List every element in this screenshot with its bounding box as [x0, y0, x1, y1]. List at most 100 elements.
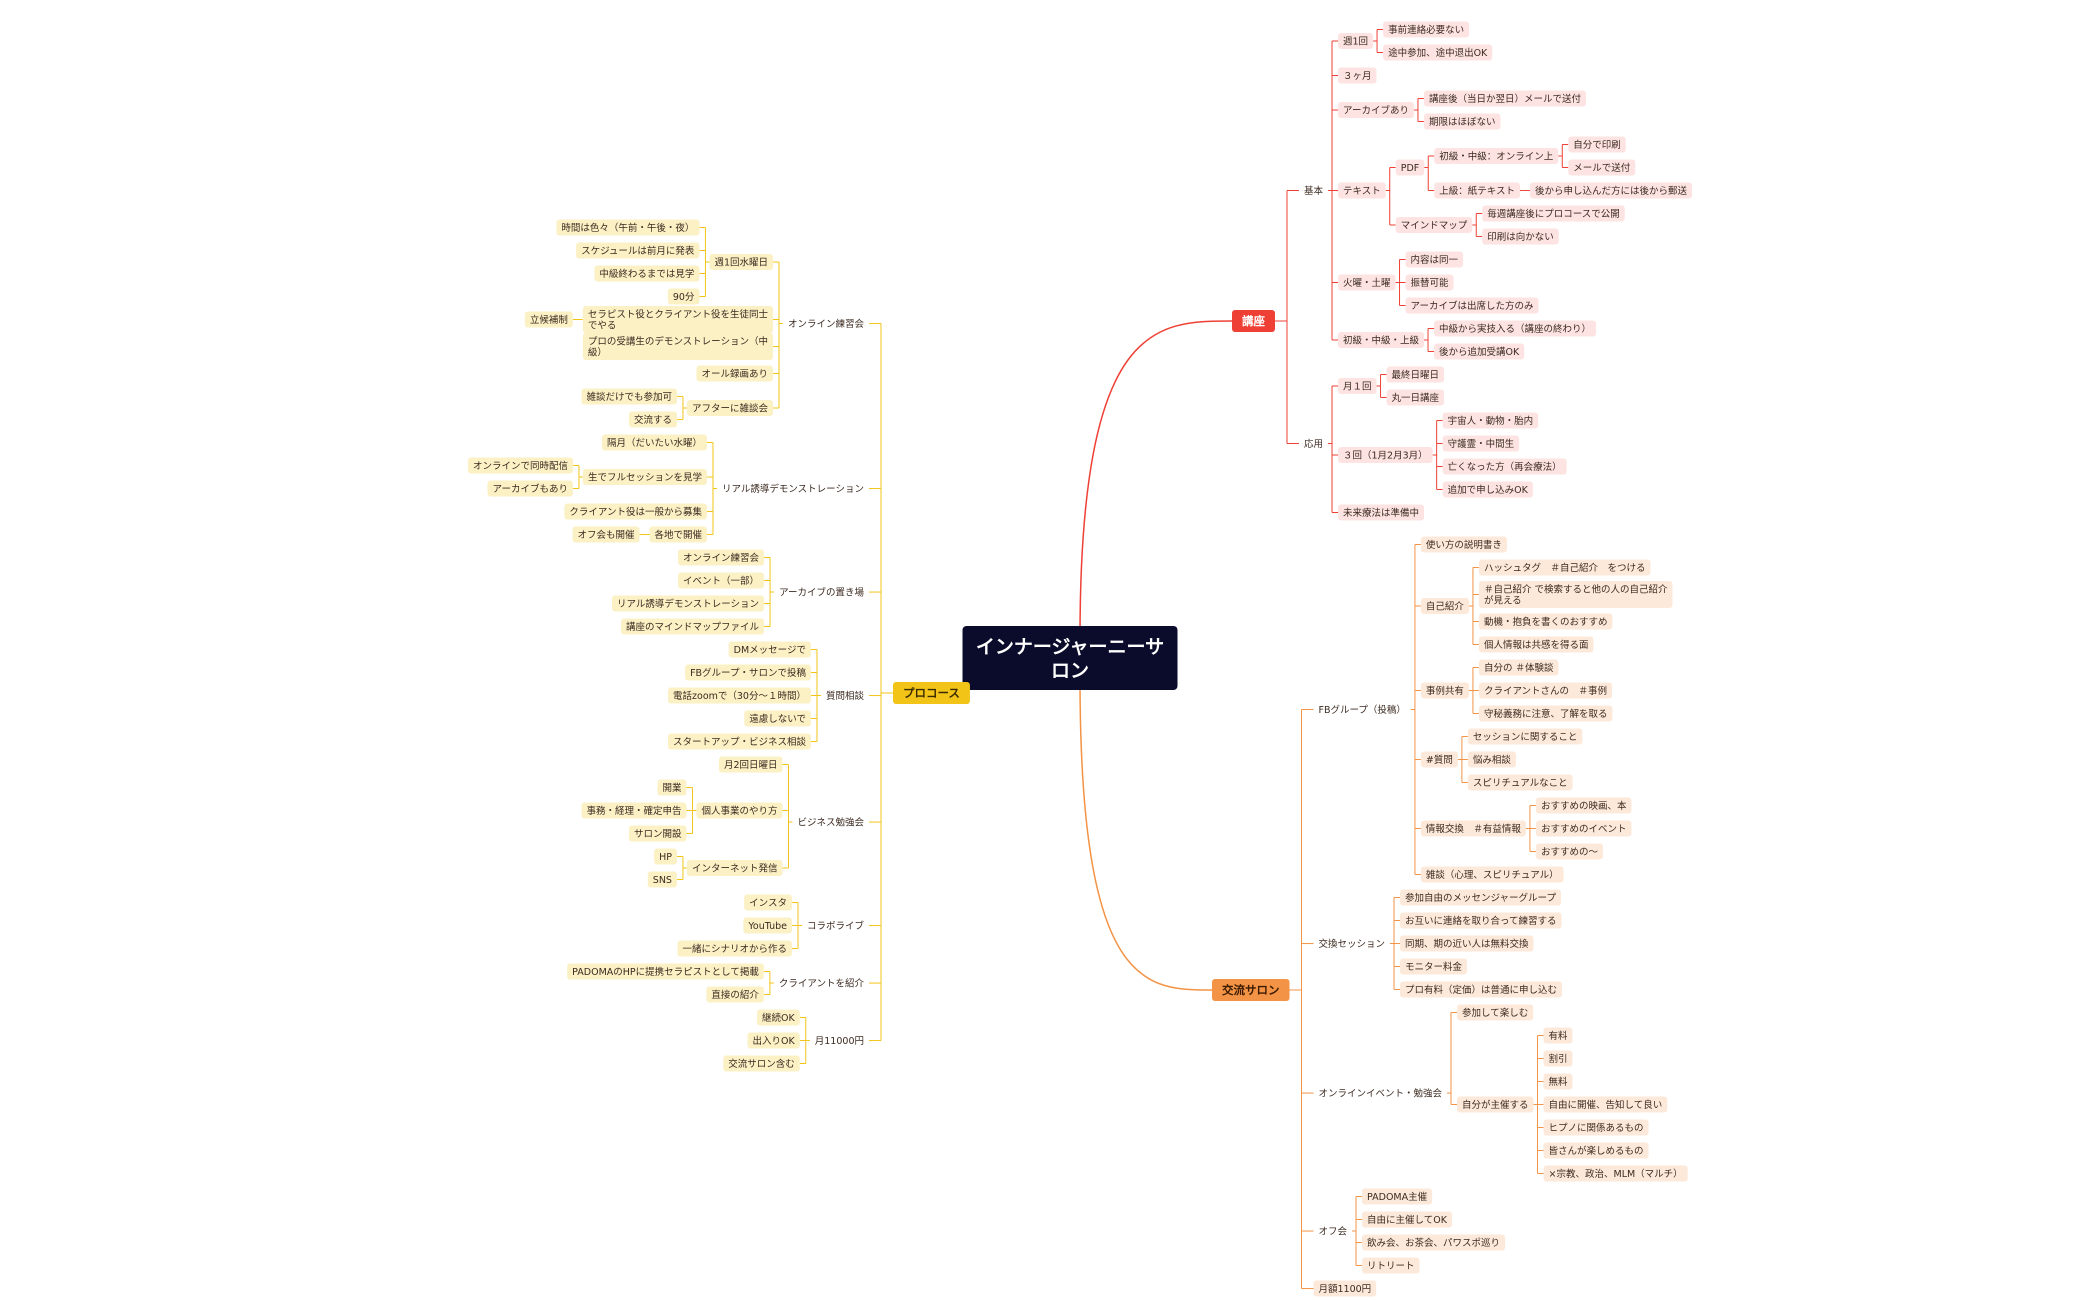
- leaf-topic[interactable]: PADOMA主催: [1362, 1188, 1433, 1205]
- leaf-topic[interactable]: 動機・抱負を書くのおすすめ: [1478, 613, 1613, 630]
- subtopic[interactable]: 自己紹介: [1420, 598, 1469, 615]
- central-topic[interactable]: インナージャーニーサロン: [962, 626, 1178, 690]
- leaf-topic[interactable]: オフ会も開催: [572, 526, 640, 543]
- leaf-topic[interactable]: 守護霊・中間生: [1442, 435, 1520, 452]
- leaf-topic[interactable]: 使い方の説明書き: [1420, 536, 1507, 553]
- leaf-topic[interactable]: DMメッセージで: [728, 641, 811, 658]
- subtopic[interactable]: 交換セッション: [1319, 938, 1386, 950]
- subtopic[interactable]: PDF: [1395, 159, 1425, 176]
- leaf-topic[interactable]: 印刷は向かない: [1482, 228, 1559, 245]
- leaf-topic[interactable]: 事務・経理・確定申告: [581, 802, 687, 819]
- leaf-topic[interactable]: サロン開設: [628, 825, 687, 842]
- leaf-topic[interactable]: 月額1100円: [1313, 1280, 1377, 1297]
- leaf-topic[interactable]: おすすめの〜: [1535, 843, 1603, 860]
- leaf-topic[interactable]: 講座後（当日か翌日）メールで送付: [1423, 90, 1586, 107]
- leaf-topic[interactable]: PADOMAのHPに提携セラピストとして掲載: [567, 963, 764, 980]
- leaf-topic[interactable]: 途中参加、途中退出OK: [1383, 44, 1493, 61]
- leaf-topic[interactable]: 遠慮しないで: [744, 710, 811, 727]
- leaf-topic[interactable]: 参加自由のメッセンジャーグループ: [1400, 889, 1561, 906]
- leaf-topic[interactable]: SNS: [647, 871, 677, 888]
- leaf-topic[interactable]: メールで送付: [1568, 159, 1636, 176]
- subtopic[interactable]: #質問: [1420, 751, 1458, 768]
- subtopic[interactable]: 初級・中級：オンライン上: [1434, 148, 1559, 164]
- subtopic[interactable]: 上級：紙テキスト: [1434, 182, 1520, 199]
- leaf-topic[interactable]: 毎週講座後にプロコースで公開: [1482, 205, 1625, 222]
- leaf-topic[interactable]: オンライン練習会: [678, 549, 765, 566]
- leaf-topic[interactable]: ハッシュタグ ＃自己紹介 をつける: [1478, 559, 1651, 576]
- leaf-topic[interactable]: 90分: [667, 288, 700, 305]
- leaf-topic[interactable]: 追加で申し込みOK: [1442, 481, 1533, 498]
- subtopic[interactable]: 週1回: [1338, 33, 1374, 49]
- leaf-topic[interactable]: お互いに連絡を取り合って練習する: [1400, 912, 1562, 929]
- leaf-topic[interactable]: リアル誘導デモンストレーション: [612, 595, 765, 612]
- leaf-topic[interactable]: 皆さんが楽しめるもの: [1543, 1142, 1649, 1159]
- branch-topic[interactable]: プロコース: [893, 682, 970, 704]
- branch-topic[interactable]: 交流サロン: [1212, 979, 1290, 1001]
- leaf-topic[interactable]: プロの受講生のデモンストレーション（中級）: [582, 333, 773, 361]
- leaf-topic[interactable]: 講座のマインドマップファイル: [621, 618, 765, 635]
- subtopic[interactable]: オンラインイベント・勉強会: [1319, 1088, 1443, 1100]
- leaf-topic[interactable]: 割引: [1543, 1050, 1573, 1067]
- subtopic[interactable]: オフ会: [1319, 1226, 1348, 1238]
- leaf-topic[interactable]: 無料: [1543, 1073, 1573, 1090]
- leaf-topic[interactable]: スピリチュアルなこと: [1467, 774, 1573, 791]
- leaf-topic[interactable]: 出入りOK: [747, 1032, 800, 1049]
- branch-topic[interactable]: 講座: [1232, 310, 1275, 332]
- subtopic[interactable]: ビジネス勉強会: [797, 817, 864, 829]
- subtopic[interactable]: クライアントを紹介: [779, 978, 865, 990]
- leaf-topic[interactable]: イベント（一部）: [678, 572, 765, 589]
- leaf-topic[interactable]: 宇宙人・動物・胎内: [1442, 412, 1539, 429]
- leaf-topic[interactable]: ３ヶ月: [1338, 67, 1377, 84]
- leaf-topic[interactable]: FBグループ・サロンで投稿: [685, 664, 811, 681]
- subtopic[interactable]: 質問相談: [826, 690, 865, 702]
- leaf-topic[interactable]: 個人情報は共感を得る面: [1478, 636, 1594, 653]
- leaf-topic[interactable]: 期限はほぼない: [1423, 113, 1501, 130]
- leaf-topic[interactable]: 最終日曜日: [1386, 366, 1445, 383]
- leaf-topic[interactable]: YouTube: [743, 917, 792, 934]
- subtopic[interactable]: 個人事業のやり方: [696, 802, 783, 819]
- subtopic[interactable]: リアル誘導デモンストレーション: [722, 483, 864, 495]
- subtopic[interactable]: セラピスト役とクライアント役を生徒同士でやる: [582, 306, 773, 333]
- leaf-topic[interactable]: 丸一日講座: [1386, 389, 1445, 406]
- leaf-topic[interactable]: ヒプノに関係あるもの: [1543, 1119, 1649, 1136]
- leaf-topic[interactable]: 一緒にシナリオから作る: [677, 940, 792, 957]
- leaf-topic[interactable]: 振替可能: [1405, 274, 1454, 291]
- subtopic[interactable]: アーカイブの置き場: [779, 587, 864, 599]
- subtopic[interactable]: アフターに雑談会: [686, 400, 773, 417]
- leaf-topic[interactable]: 有料: [1543, 1027, 1573, 1044]
- leaf-topic[interactable]: クライアントさんの ＃事例: [1478, 682, 1613, 699]
- leaf-topic[interactable]: オール録画あり: [696, 365, 773, 382]
- subtopic[interactable]: 応用: [1304, 438, 1323, 450]
- leaf-topic[interactable]: 自分で印刷: [1568, 136, 1626, 153]
- subtopic[interactable]: 基本: [1304, 185, 1324, 197]
- leaf-topic[interactable]: 時間は色々（午前・午後・夜）: [556, 219, 700, 236]
- subtopic[interactable]: 情報交換 ＃有益情報: [1420, 820, 1526, 837]
- leaf-topic[interactable]: オンラインで同時配信: [467, 457, 573, 474]
- leaf-topic[interactable]: おすすめのイベント: [1535, 820, 1632, 837]
- subtopic[interactable]: テキスト: [1338, 182, 1386, 199]
- leaf-topic[interactable]: セッションに関すること: [1467, 728, 1583, 745]
- leaf-topic[interactable]: 立候補制: [524, 311, 573, 328]
- subtopic[interactable]: 初級・中級・上級: [1338, 332, 1425, 348]
- leaf-topic[interactable]: 後から申し込んだ方には後から郵送: [1529, 182, 1692, 199]
- subtopic[interactable]: アーカイブあり: [1338, 102, 1414, 118]
- leaf-topic[interactable]: 電話zoomで（30分〜１時間）: [668, 687, 811, 704]
- subtopic[interactable]: 事例共有: [1420, 682, 1469, 699]
- subtopic[interactable]: 火曜・土曜: [1338, 274, 1396, 291]
- subtopic[interactable]: オンライン練習会: [788, 318, 865, 330]
- subtopic[interactable]: マインドマップ: [1395, 217, 1473, 233]
- subtopic[interactable]: 自分が主催する: [1457, 1096, 1534, 1113]
- leaf-topic[interactable]: 悩み相談: [1467, 751, 1516, 768]
- subtopic[interactable]: FBグループ（投稿）: [1319, 704, 1406, 716]
- leaf-topic[interactable]: おすすめの映画、本: [1535, 797, 1632, 814]
- leaf-topic[interactable]: 守秘義務に注意、了解を取る: [1478, 705, 1613, 722]
- subtopic[interactable]: インターネット発信: [686, 860, 783, 877]
- subtopic[interactable]: コラボライブ: [807, 920, 865, 932]
- leaf-topic[interactable]: クライアント役は一般から募集: [564, 503, 707, 520]
- leaf-topic[interactable]: 交流サロン含む: [723, 1055, 800, 1072]
- leaf-topic[interactable]: 事前連絡必要ない: [1383, 21, 1470, 38]
- leaf-topic[interactable]: アーカイブもあり: [487, 480, 573, 497]
- subtopic[interactable]: 週1回水曜日: [709, 254, 773, 270]
- leaf-topic[interactable]: 亡くなった方（再会療法）: [1442, 458, 1567, 475]
- subtopic[interactable]: 生でフルセッションを見学: [582, 469, 707, 486]
